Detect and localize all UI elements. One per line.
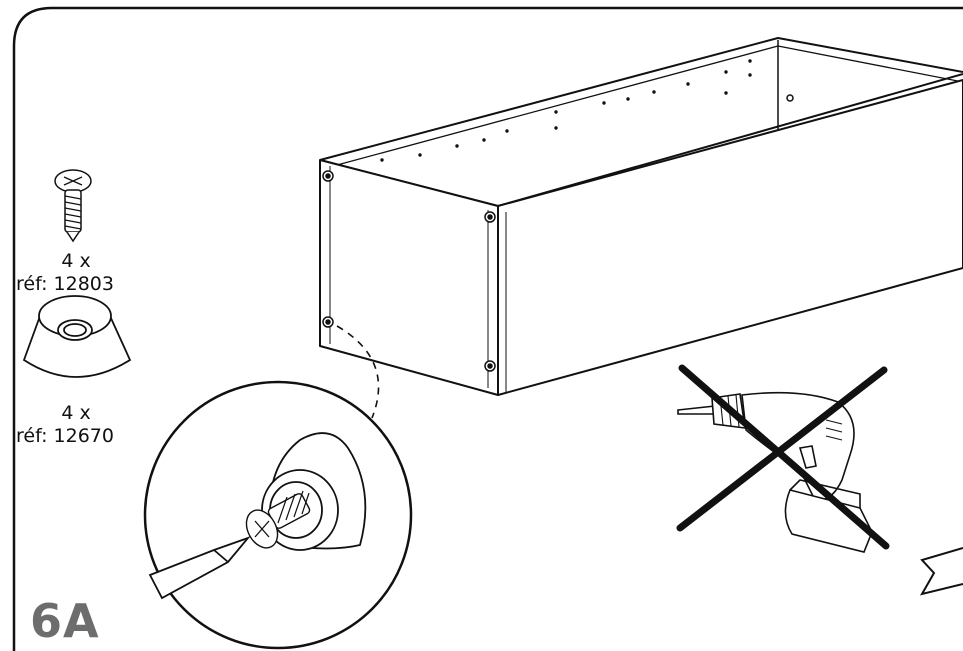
next-arrow-icon [919, 547, 963, 596]
page-border [12, 6, 963, 651]
screwdriver-icon [148, 536, 251, 600]
detail-zoom-circle [143, 380, 413, 650]
screw-quantity: 4 x [61, 250, 91, 272]
shelf-pin-holes [380, 59, 752, 162]
cap-reference: réf: 12670 [16, 425, 114, 447]
screw-reference: réf: 12803 [16, 273, 114, 295]
step-number: 6A [30, 594, 100, 648]
cabinet-box [319, 37, 963, 396]
screw-icon [54, 169, 92, 243]
power-drill-icon [677, 391, 873, 553]
detail-leader-line [336, 325, 380, 419]
cap-icon [22, 295, 132, 378]
cap-quantity: 4 x [61, 402, 91, 424]
cabinet-screw-holes [322, 94, 794, 372]
no-drill-cross-icon [676, 364, 890, 550]
